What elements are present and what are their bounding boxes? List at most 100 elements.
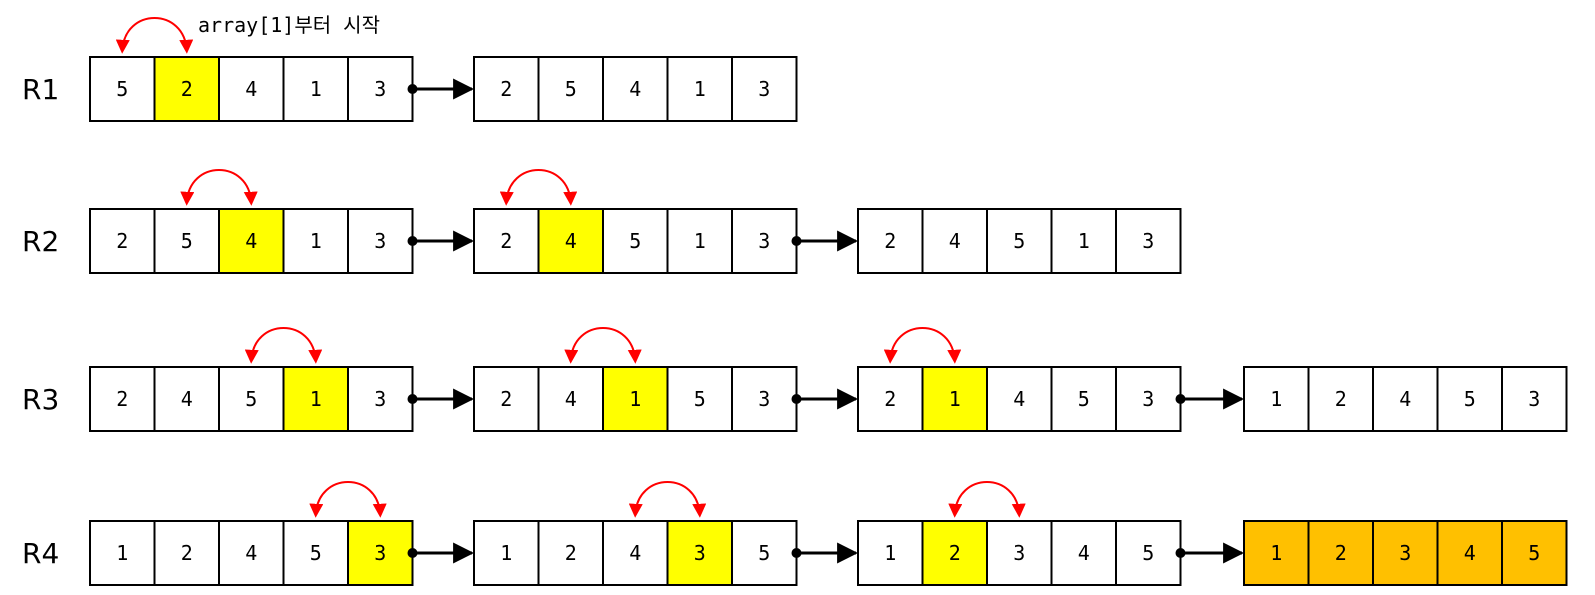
cell-value: 5 [1013,229,1025,253]
array-cell [666,366,733,432]
array-cell [1501,520,1568,586]
swap-arc [628,481,707,518]
cell-value: 1 [310,77,322,101]
cell-value: 5 [245,387,257,411]
cell-value: 3 [1142,387,1154,411]
array-cell [347,366,414,432]
array-cell [153,56,220,122]
cell-value: 4 [949,229,961,253]
cell-value: 2 [884,229,896,253]
cell-value: 4 [565,387,577,411]
array-cell [89,520,156,586]
array-cell [1307,520,1374,586]
cell-value: 5 [116,77,128,101]
swap-arc [883,327,962,364]
cell-value: 4 [1464,541,1476,565]
cell-value: 4 [629,77,641,101]
cell-value: 3 [374,387,386,411]
array-step: 2 4 5 1 3 [89,327,475,432]
swap-arc [115,17,194,54]
cell-value: 4 [245,541,257,565]
array-cell [218,208,285,274]
cell-value: 2 [1335,541,1347,565]
cell-value: 1 [310,387,322,411]
array-cell [282,208,349,274]
row-label: R1 [22,73,59,106]
cell-value: 5 [181,229,193,253]
array-cell [1372,366,1439,432]
cell-value: 3 [1013,541,1025,565]
swap-arc [948,481,1026,518]
cell-value: 4 [245,77,257,101]
array-cell [986,208,1053,274]
array-cell [89,208,156,274]
array-cell [602,366,669,432]
array-cell [473,366,540,432]
cell-value: 2 [181,541,193,565]
cell-value: 4 [181,387,193,411]
cell-value: 1 [1270,387,1282,411]
cell-value: 1 [310,229,322,253]
array-cell [473,208,540,274]
row-label: R3 [22,383,59,416]
note-text: array[1]부터 시작 [198,13,380,37]
cell-value: 3 [374,229,386,253]
cell-value: 3 [1399,541,1411,565]
cell-value: 2 [1335,387,1347,411]
cell-value: 4 [1013,387,1025,411]
array-cell [1243,520,1310,586]
array-cell [731,520,798,586]
array-cell [89,56,156,122]
array-cell [347,56,414,122]
array-cell [857,208,924,274]
cell-value: 1 [694,77,706,101]
row-label: R4 [22,537,59,570]
cell-value: 3 [374,77,386,101]
cell-value: 2 [949,541,961,565]
array-cell [153,520,220,586]
array-cell [537,520,604,586]
cell-value: 4 [245,229,257,253]
cell-value: 3 [758,229,770,253]
cell-value: 3 [374,541,386,565]
cell-value: 1 [1270,541,1282,565]
cell-value: 1 [694,229,706,253]
array-cell [1436,520,1503,586]
array-cell [1501,366,1568,432]
cell-value: 2 [500,77,512,101]
swap-arc [309,481,387,518]
cell-value: 2 [500,387,512,411]
array-cell [1050,208,1117,274]
cell-value: 5 [1464,387,1476,411]
array-cell [218,56,285,122]
array-cell [537,56,604,122]
cell-value: 5 [1142,541,1154,565]
array-cell [473,56,540,122]
cell-value: 5 [629,229,641,253]
swap-arc [564,327,642,364]
array-cell [857,520,924,586]
swap-arc [244,327,323,364]
cell-value: 5 [758,541,770,565]
array-cell [986,520,1053,586]
cell-value: 1 [500,541,512,565]
cell-value: 1 [116,541,128,565]
array-cell [1436,366,1503,432]
cell-value: 2 [116,387,128,411]
